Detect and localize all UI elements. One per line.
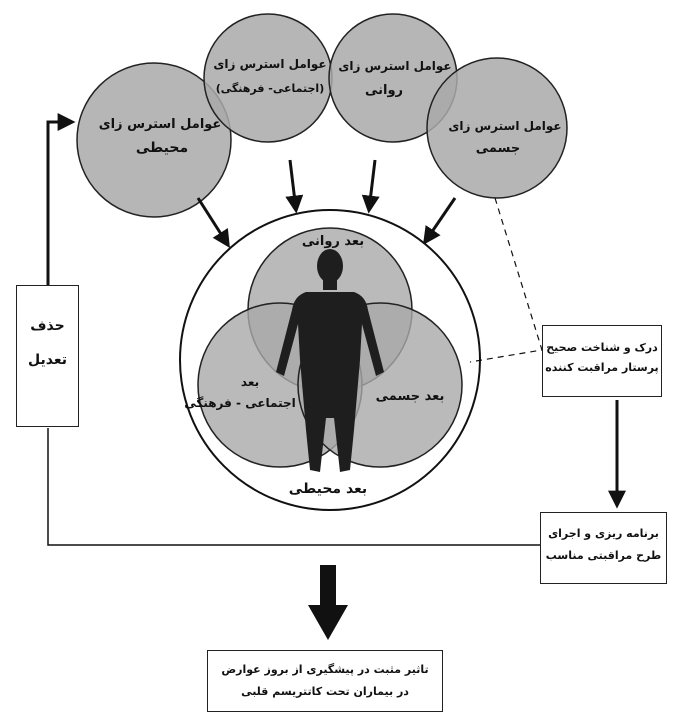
- eliminate-label: حذف: [30, 318, 65, 334]
- care-planning-box: برنامه ریزی و اجرای طرح مراقبتی مناسب: [540, 512, 667, 584]
- feedback-loop-arrow: [46, 113, 76, 285]
- stressor-psychological-line2: روانی: [365, 83, 403, 98]
- stressor-environmental-line1: عوامل استرس زای: [99, 117, 222, 132]
- stressor-circle-sociocultural: [203, 13, 333, 143]
- stressor-circle-physical: [426, 57, 568, 199]
- dimension-sociocultural-line1: بعد: [241, 375, 259, 389]
- stressor-environmental-line2: محیطی: [136, 140, 188, 156]
- stressor-circles: [76, 13, 568, 218]
- planning-line1: برنامه ریزی و اجرای: [548, 527, 659, 540]
- stressor-physical-line1: عوامل استرس زای: [448, 119, 561, 134]
- dimension-physical-label: بعد جسمی: [376, 389, 445, 404]
- result-line1: تاثیر مثبت در پیشگیری از بروز عوارض: [221, 663, 429, 676]
- arrow-sociocultural: [285, 159, 304, 214]
- positive-outcome-box: تاثیر مثبت در پیشگیری از بروز عوارض در ب…: [207, 650, 443, 712]
- stressor-circle-environmental: [76, 62, 232, 218]
- nurse-perception-box: درک و شناخت صحیح پرستار مراقبت کننده: [542, 325, 662, 397]
- stressor-arrows: [196, 159, 457, 249]
- dashed-connector: [469, 197, 543, 363]
- eliminate-modify-box: حذف تعدیل: [16, 285, 79, 427]
- feedback-loop-line: [47, 428, 540, 546]
- stressor-sociocultural-line2: (اجتماعی- فرهنگی): [216, 82, 324, 95]
- arrow-environmental: [196, 197, 230, 249]
- stressor-psychological-line1: عوامل استرس زای: [338, 59, 451, 74]
- perception-line2: پرستار مراقبت کننده: [545, 361, 659, 374]
- dimension-sociocultural-line2: اجتماعی - فرهنگی: [184, 396, 296, 410]
- stressor-physical-line2: جسمی: [476, 141, 520, 156]
- arrow-physical: [422, 197, 457, 245]
- perception-line1: درک و شناخت صحیح: [546, 341, 658, 354]
- result-line2: در بیماران تحت کاتتریسم قلبی: [241, 685, 409, 698]
- arrow-psychological: [361, 159, 380, 214]
- stressor-sociocultural-line1: عوامل استرس زای: [213, 57, 326, 72]
- dimension-psychological-label: بعد روانی: [302, 234, 364, 249]
- big-down-arrow-icon: [308, 565, 348, 640]
- human-figure-icon: [276, 249, 384, 472]
- modify-label: تعدیل: [28, 352, 67, 368]
- dimension-environmental-label: بعد محیطی: [289, 481, 367, 497]
- planning-line2: طرح مراقبتی مناسب: [545, 549, 662, 562]
